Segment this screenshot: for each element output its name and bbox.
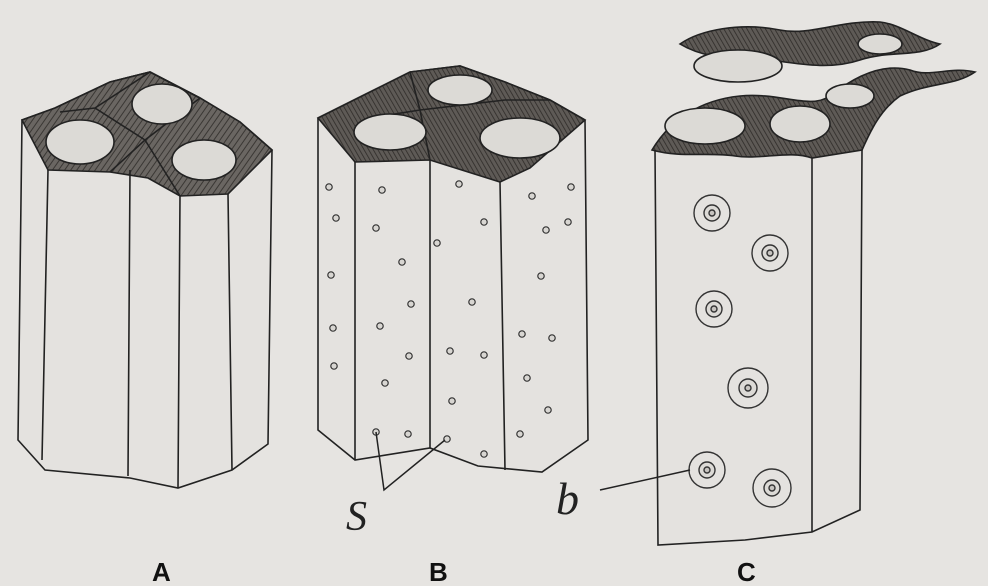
pit [481, 219, 487, 225]
bordered-pit [696, 291, 732, 327]
pit [373, 225, 379, 231]
pit [517, 431, 523, 437]
pit [326, 184, 332, 190]
pit [456, 181, 462, 187]
panel-c-lumen-5 [826, 84, 874, 108]
pit [406, 353, 412, 359]
pit [545, 407, 551, 413]
pit [568, 184, 574, 190]
pit [330, 325, 336, 331]
pit [408, 301, 414, 307]
panel-c-lumen-1 [665, 108, 745, 144]
pit [377, 323, 383, 329]
panel-label-a: A [152, 558, 171, 586]
pit [565, 219, 571, 225]
panel-b-lumen-1 [354, 114, 426, 150]
panel-c-annotation-b: b [556, 473, 579, 524]
bordered-pit [752, 235, 788, 271]
pit [529, 193, 535, 199]
pit [469, 299, 475, 305]
pit [481, 352, 487, 358]
pit [434, 240, 440, 246]
bordered-pit [728, 368, 768, 408]
pit [538, 273, 544, 279]
bordered-pit [689, 452, 725, 488]
panel-label-b: B [429, 558, 448, 586]
panel-a-drawing [18, 72, 272, 488]
pit [405, 431, 411, 437]
pit [328, 272, 334, 278]
panel-b-lumen-3 [480, 118, 560, 158]
pit [379, 187, 385, 193]
bordered-pit [694, 195, 730, 231]
pit [447, 348, 453, 354]
panel-a-lumen-3 [172, 140, 236, 180]
pit [543, 227, 549, 233]
pit [399, 259, 405, 265]
pit [549, 335, 555, 341]
pit [444, 436, 450, 442]
pit [449, 398, 455, 404]
pit [382, 380, 388, 386]
pit [524, 375, 530, 381]
pit [333, 215, 339, 221]
pit [519, 331, 525, 337]
pit [481, 451, 487, 457]
panel-a-lumen-1 [46, 120, 114, 164]
panel-c-lumen-2 [770, 106, 830, 142]
panel-c-lumen-3 [694, 50, 782, 82]
pit [331, 363, 337, 369]
panel-a-lumen-2 [132, 84, 192, 124]
panel-label-c: C [737, 558, 756, 586]
panel-c-lumen-4 [858, 34, 902, 54]
bordered-pit [753, 469, 791, 507]
panel-b-annotation-s: S [346, 494, 367, 540]
panel-b-lumen-2 [428, 75, 492, 105]
